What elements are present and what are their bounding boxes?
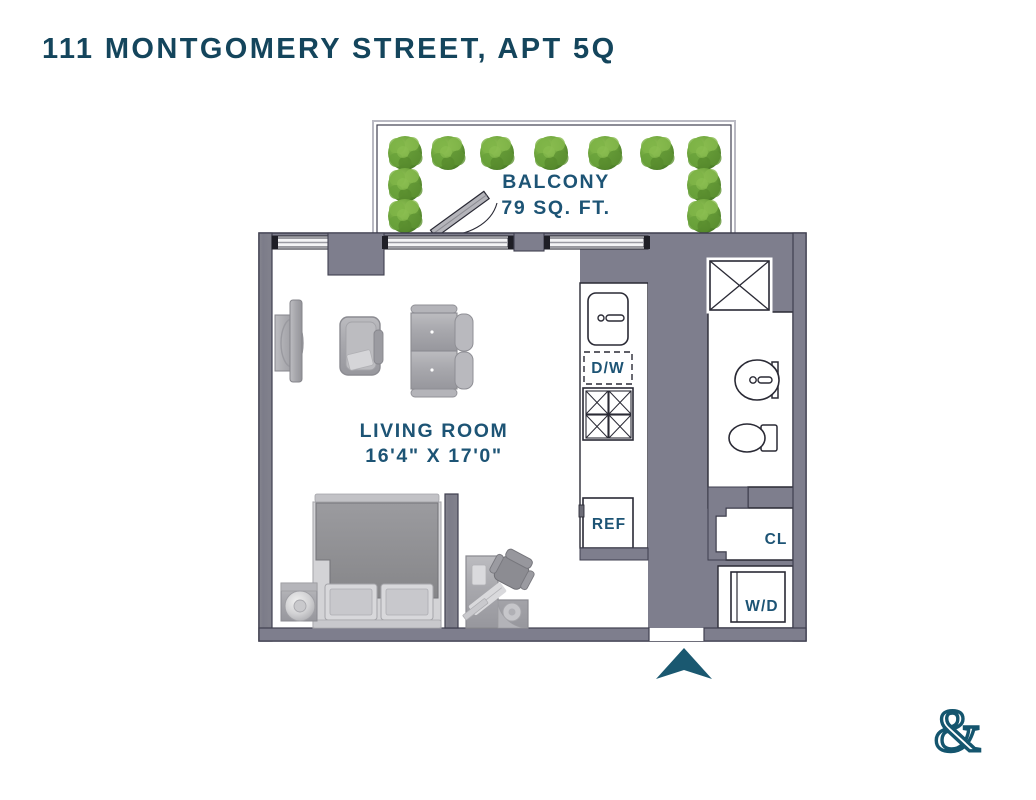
washer-dryer-label: W/D: [745, 598, 778, 615]
coffee-table: [339, 316, 384, 376]
kitchen: [578, 292, 634, 549]
closet-label: CL: [765, 531, 788, 548]
entry-arrow: [656, 648, 712, 679]
balcony-sqft-label: 79 SQ. FT.: [501, 197, 610, 219]
page-title: 111 MONTGOMERY STREET, APT 5Q: [42, 33, 617, 65]
room-labels: BALCONY 79 SQ. FT. LIVING ROOM 16'4" X 1…: [360, 171, 788, 615]
balcony-label: BALCONY: [502, 171, 610, 193]
bathroom-sink-icon: [734, 359, 780, 401]
dishwasher-icon: [583, 351, 633, 385]
television-console: [274, 299, 304, 383]
nightstand-lamp: [280, 582, 318, 622]
kitchen-sink-icon: [587, 292, 629, 346]
desk-area: [462, 548, 535, 629]
bed: [312, 493, 442, 629]
sofa: [410, 304, 474, 398]
balcony-area: [372, 120, 736, 241]
living-room-dimensions-label: 16'4" X 17'0": [365, 445, 502, 467]
apartment-walls: [258, 232, 807, 642]
dishwasher-label: D/W: [591, 360, 624, 377]
ampersand-glyph: &: [934, 698, 981, 764]
bedroom-furniture: [280, 493, 459, 629]
bathtub-icon: [706, 257, 773, 314]
living-room-furniture: [274, 299, 474, 398]
bathroom: [706, 257, 780, 453]
desk: [462, 555, 529, 629]
cooktop-range-icon: [582, 387, 634, 441]
interior-wall-details: [579, 486, 749, 561]
living-room-label: LIVING ROOM: [360, 420, 509, 442]
ampersand-logo: &: [932, 696, 982, 765]
exterior-windows: [271, 232, 650, 276]
washer-dryer-icon: [730, 571, 786, 623]
toilet-icon: [728, 423, 778, 453]
refrigerator-label: REF: [592, 516, 626, 533]
desk-chair: [489, 548, 535, 591]
